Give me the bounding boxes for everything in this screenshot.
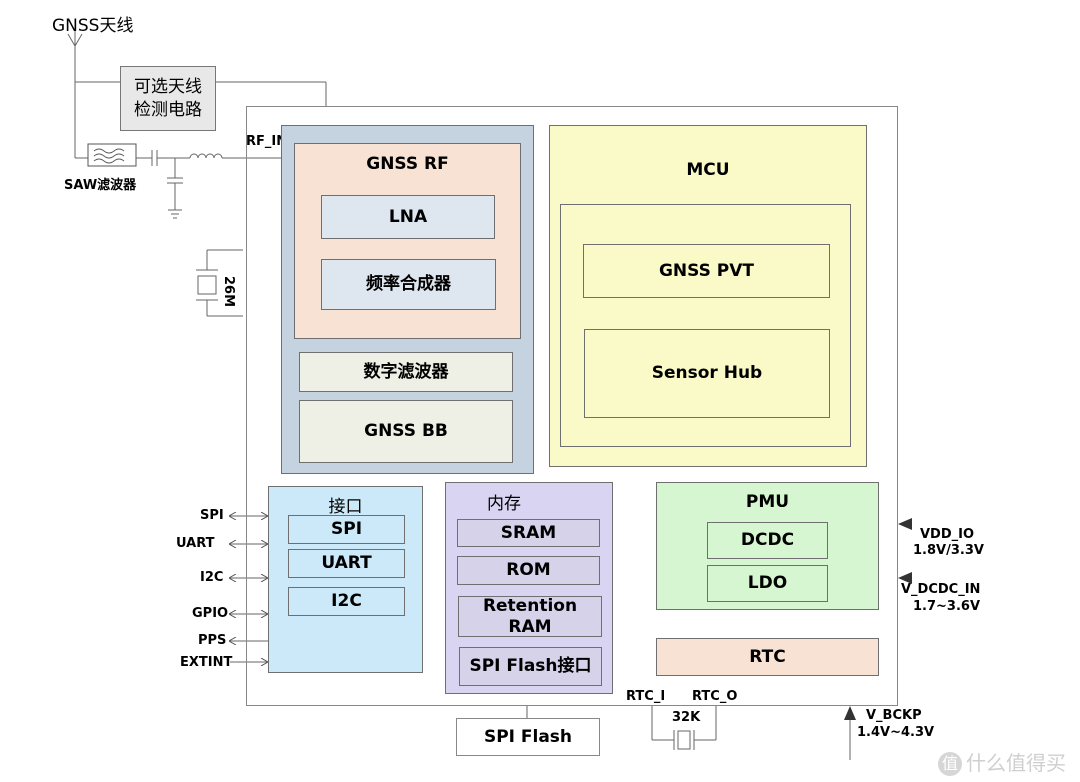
- mcu-title: MCU: [686, 160, 730, 180]
- gnss-rf-title: GNSS RF: [366, 154, 449, 174]
- rf-in-label: RF_IN: [246, 134, 288, 149]
- pmu-title: PMU: [745, 492, 790, 512]
- pin-pps: PPS: [198, 633, 227, 648]
- chip-outline: [246, 106, 898, 706]
- crystal-32k-icon: [677, 730, 691, 750]
- v-bckp-range: 1.4V~4.3V: [857, 725, 935, 740]
- memory-sram: SRAM: [457, 519, 600, 547]
- antenna-icon: [67, 30, 83, 158]
- pin-spi: SPI: [200, 508, 224, 523]
- vdd-io-range: 1.8V/3.3V: [913, 543, 984, 558]
- memory-retention-ram: Retention RAM: [458, 596, 602, 637]
- memory-title: 内存: [487, 494, 521, 514]
- interface-title: 接口: [328, 497, 363, 517]
- saw-filter-icon: [87, 143, 137, 167]
- dcdc-block: DCDC: [707, 522, 828, 559]
- antenna-label: GNSS天线: [52, 16, 134, 36]
- gnss-bb-block: GNSS BB: [299, 400, 513, 463]
- sensor-hub-block: Sensor Hub: [584, 329, 830, 418]
- vdd-io-arrow-icon: [898, 518, 912, 530]
- saw-filter-label: SAW滤波器: [64, 178, 137, 193]
- watermark-text: 什么值得买: [966, 750, 1066, 775]
- interface-i2c: I2C: [288, 587, 405, 616]
- rtc-i-label: RTC_I: [626, 689, 666, 704]
- inductor-icon: [189, 153, 223, 159]
- rtc-o-label: RTC_O: [692, 689, 738, 704]
- vdd-io-label: VDD_IO: [920, 527, 975, 542]
- ldo-block: LDO: [707, 565, 828, 602]
- pin-i2c: I2C: [200, 570, 224, 585]
- v-bckp-label: V_BCKP: [866, 708, 922, 723]
- crystal-32k-label: 32K: [672, 710, 701, 725]
- watermark-logo-icon: 值: [938, 752, 962, 776]
- crystal-26m-icon: [197, 275, 217, 295]
- rtc-block: RTC: [656, 638, 879, 676]
- pin-gpio: GPIO: [192, 606, 229, 621]
- crystal-26m-label: 26M: [221, 276, 236, 308]
- v-bckp-arrow-icon: [844, 706, 856, 720]
- v-dcdc-in-label: V_DCDC_IN: [901, 582, 981, 597]
- pin-extint: EXTINT: [180, 655, 233, 670]
- gnss-pvt-block: GNSS PVT: [583, 244, 830, 298]
- pin-uart: UART: [176, 536, 215, 551]
- freq-synth-block: 频率合成器: [321, 259, 496, 310]
- watermark: 值什么值得买: [938, 747, 1066, 776]
- antenna-detect-circuit: 可选天线 检测电路: [120, 66, 216, 131]
- memory-rom: ROM: [457, 556, 600, 585]
- interface-spi: SPI: [288, 515, 405, 544]
- spi-flash-chip: SPI Flash: [456, 718, 600, 756]
- lna-block: LNA: [321, 195, 495, 239]
- v-dcdc-arrow-icon: [898, 572, 912, 584]
- v-dcdc-in-range: 1.7~3.6V: [913, 599, 981, 614]
- digital-filter-block: 数字滤波器: [299, 352, 513, 392]
- memory-spi-flash-interface: SPI Flash接口: [459, 647, 602, 686]
- interface-uart: UART: [288, 549, 405, 578]
